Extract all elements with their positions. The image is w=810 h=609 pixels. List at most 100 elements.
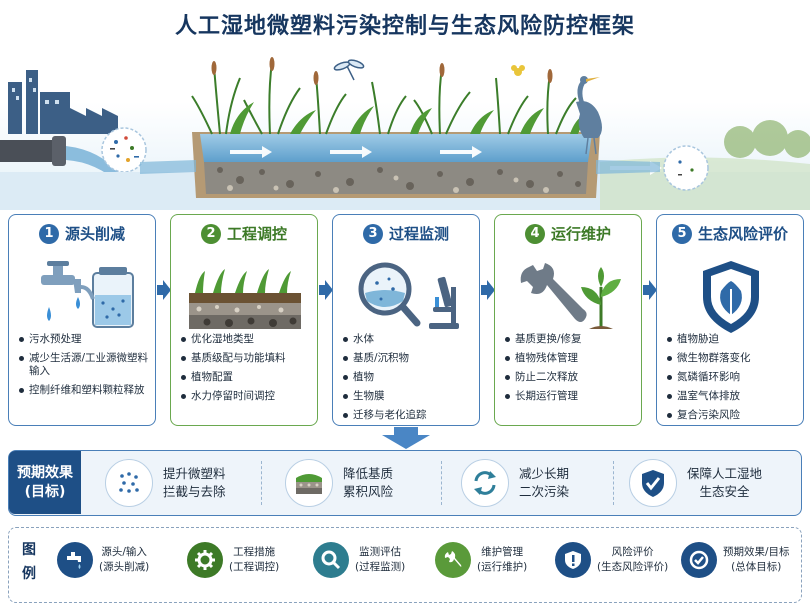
page-title: 人工湿地微塑料污染控制与生态风险防控框架 [174, 14, 635, 39]
magnifier-icon [313, 542, 349, 578]
stage-title: 运行维护 [550, 225, 611, 243]
effect-item-secondary-pollution: 减少长期二次污染 [461, 456, 569, 510]
microplastic-bubble-outflow [663, 145, 709, 191]
list-item: 基质/沉积物 [343, 352, 475, 365]
legend-text: 风险评价 [611, 546, 654, 558]
stage-number-badge: 5 [671, 223, 692, 244]
effect-item-eco-safety: 保障人工湿地生态安全 [629, 456, 762, 510]
shield-check-icon [629, 459, 677, 507]
heron-icon [576, 76, 602, 155]
faucet-tank-illustration [41, 261, 134, 328]
list-item: 长期运行管理 [505, 390, 637, 403]
effect-text: 提升微塑料 [163, 466, 226, 481]
recycle-arrows-icon [461, 459, 509, 507]
legend-text: (生态风险评价) [597, 561, 669, 573]
expected-effects-panel: 预期效果 (目标) 提升微塑料拦截与去除 降低基质累积风险 减少长期二次污染 保… [8, 450, 802, 516]
wrench-icon [435, 542, 471, 578]
check-circle-icon [681, 542, 717, 578]
legend-item-risk: 风险评价 (生态风险评价) [555, 542, 668, 578]
legend-item-engineering: 工程措施 (工程调控) [187, 542, 279, 578]
effect-item-interception: 提升微塑料拦截与去除 [105, 456, 226, 510]
stage-title: 源头削减 [64, 225, 125, 243]
stage-number-badge: 1 [38, 223, 59, 244]
stage-number-badge: 2 [200, 223, 221, 244]
faucet-icon [57, 542, 93, 578]
particles-icon [105, 459, 153, 507]
effect-item-substrate-risk: 降低基质累积风险 [285, 456, 393, 510]
list-item: 优化湿地类型 [181, 333, 313, 346]
legend-item-monitoring: 监测评估 (过程监测) [313, 542, 405, 578]
legend-item-source: 源头/输入 (源头削减) [57, 542, 149, 578]
effect-text: 生态安全 [699, 484, 750, 499]
legend-text: 监测评估 [359, 546, 402, 558]
effect-text: 二次污染 [519, 484, 570, 499]
gear-icon [187, 542, 223, 578]
divider [613, 461, 614, 505]
list-item: 植物胁迫 [667, 333, 799, 346]
legend-item-maintenance: 维护管理(运行维护) [435, 542, 527, 578]
down-arrow-icon [382, 427, 430, 449]
legend-item-goal: 预期效果/目标 (总体目标) [681, 542, 790, 578]
list-item: 复合污染风险 [667, 409, 799, 422]
factory-icon [8, 70, 118, 134]
effect-text: 降低基质 [343, 466, 394, 481]
magnifier-microscope-illustration [358, 262, 459, 329]
tree-icons [724, 120, 810, 158]
stage-card-process-monitoring: 3 过程监测 水体 基质/沉积物 植物 生物膜 迁移与老化追踪 [332, 214, 480, 426]
stage-number-badge: 3 [362, 223, 383, 244]
wetland-scene-illustration [0, 57, 810, 210]
effect-text: 减少长期 [519, 466, 570, 481]
dragonfly-icon [333, 59, 365, 81]
stage-card-operation-maintenance: 4 运行维护 基质更换/修复 植物残体管理 防止二次释放 长期运行管理 [494, 214, 642, 426]
legend-text: (工程调控) [229, 561, 280, 573]
legend-text: 预期效果/目标 [723, 546, 790, 558]
flow-arrow-icon [481, 280, 495, 300]
list-item: 氮磷循环影响 [667, 371, 799, 384]
wrench-plant-illustration [520, 263, 621, 329]
stage-title: 工程调控 [226, 225, 287, 243]
list-item: 基质级配与功能填料 [181, 352, 313, 365]
list-item: 污水预处理 [19, 333, 151, 346]
flow-arrow-icon [643, 280, 657, 300]
flow-arrow-icon [319, 280, 333, 300]
list-item: 生物膜 [343, 390, 475, 403]
legend-title-line1: 图 [22, 542, 36, 558]
list-item: 基质更换/修复 [505, 333, 637, 346]
legend-text: (源头削减) [99, 561, 150, 573]
shield-alert-icon [555, 542, 591, 578]
list-item: 植物残体管理 [505, 352, 637, 365]
effects-label: 预期效果 (目标) [9, 451, 81, 514]
list-item: 防止二次释放 [505, 371, 637, 384]
reed-plants [191, 61, 577, 135]
wetland-basin [140, 132, 662, 198]
stage-number-badge: 4 [524, 223, 545, 244]
shield-leaf-icon [703, 261, 759, 333]
legend-text: (总体目标) [731, 561, 782, 573]
substrate-icon [285, 459, 333, 507]
legend-text: (过程监测) [355, 561, 406, 573]
effect-text: 拦截与去除 [163, 484, 226, 499]
legend-title-line2: 例 [22, 566, 36, 582]
list-item: 水体 [343, 333, 475, 346]
stage-title: 过程监测 [388, 225, 449, 243]
list-item: 减少生活源/工业源微塑料输入 [19, 352, 151, 378]
list-item: 微生物群落变化 [667, 352, 799, 365]
inflow-pipe-icon [0, 136, 120, 184]
list-item: 植物配置 [181, 371, 313, 384]
substrate-layers-illustration [189, 269, 301, 329]
divider [261, 461, 262, 505]
legend-text: 工程措施 [233, 546, 276, 558]
list-item: 温室气体排放 [667, 390, 799, 403]
legend-panel: 图 例 源头/输入 (源头削减) 工程措施 (工程调控) 监测评估 (过程监测) 维护… [8, 527, 802, 603]
legend-title: 图 例 [21, 538, 37, 586]
legend-text: (运行维护) [477, 561, 528, 573]
microplastic-bubble-inflow [101, 127, 147, 173]
effect-text: 累积风险 [343, 484, 394, 499]
list-item: 迁移与老化追踪 [343, 409, 475, 422]
list-item: 植物 [343, 371, 475, 384]
flow-arrow-icon [157, 280, 171, 300]
effects-label-line2: (目标) [24, 483, 66, 500]
legend-text: 源头/输入 [101, 546, 147, 558]
